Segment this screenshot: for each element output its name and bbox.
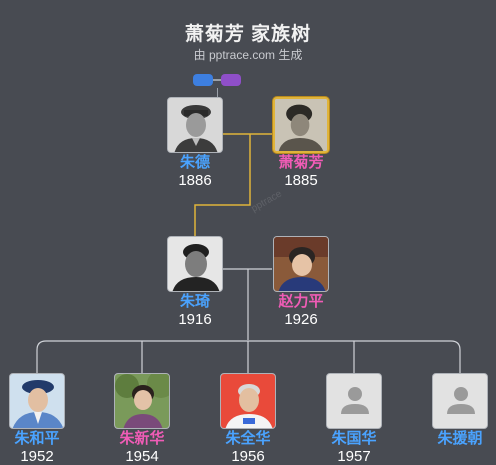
- person-card-zhao-liping[interactable]: 赵力平 1926: [266, 236, 336, 328]
- person-name: 朱德: [179, 154, 210, 171]
- photo-zhu-quanhua: [220, 373, 276, 429]
- person-card-zhu-xinhua[interactable]: 朱新华 1954: [107, 373, 177, 465]
- person-birth-year: 1926: [284, 311, 318, 328]
- person-name: 萧菊芳: [278, 154, 324, 171]
- person-birth-year: 1885: [284, 172, 318, 189]
- person-card-zhu-de[interactable]: 朱德 1886: [160, 97, 230, 189]
- toggle-stem: [217, 88, 218, 97]
- view-toggle[interactable]: [193, 74, 243, 88]
- person-card-zhu-guohua[interactable]: 朱国华 1957: [319, 373, 389, 465]
- person-birth-year: 1952: [20, 448, 54, 465]
- photo-xiao-jufang: [273, 97, 329, 153]
- photo-zhu-de: [167, 97, 223, 153]
- photo-zhu-heping: [9, 373, 65, 429]
- blue-toggle-icon[interactable]: [193, 74, 213, 86]
- toggle-connector: [213, 79, 221, 81]
- photo-zhu-qi: [167, 236, 223, 292]
- person-name: 赵力平: [278, 293, 324, 310]
- purple-toggle-icon[interactable]: [221, 74, 241, 86]
- placeholder-avatar-icon: [432, 373, 488, 429]
- highlight-lines: [194, 133, 272, 236]
- person-name: 朱和平: [14, 430, 60, 447]
- person-name: 朱琦: [179, 293, 210, 310]
- person-card-xiao-jufang[interactable]: 萧菊芳 1885: [266, 97, 336, 189]
- parent-child-line-highlight: [194, 134, 251, 236]
- person-card-zhu-qi[interactable]: 朱琦 1916: [160, 236, 230, 328]
- family-lines: [36, 268, 461, 373]
- person-birth-year: 1954: [125, 448, 159, 465]
- person-birth-year: 1886: [178, 172, 212, 189]
- photo-zhao-liping: [273, 236, 329, 292]
- page-title: 萧菊芳 家族树: [184, 24, 312, 45]
- person-name: 朱国华: [331, 430, 377, 447]
- person-card-zhu-heping[interactable]: 朱和平 1952: [2, 373, 72, 465]
- person-name: 朱援朝: [437, 430, 483, 447]
- person-birth-year: 1956: [231, 448, 265, 465]
- placeholder-avatar-icon: [326, 373, 382, 429]
- person-name: 朱新华: [119, 430, 165, 447]
- person-name: 朱全华: [225, 430, 271, 447]
- person-card-zhu-yuanchao[interactable]: 朱援朝: [425, 373, 495, 448]
- photo-zhu-xinhua: [114, 373, 170, 429]
- person-birth-year: 1916: [178, 311, 212, 328]
- page-subtitle: 由 pptrace.com 生成: [193, 48, 303, 62]
- person-card-zhu-quanhua[interactable]: 朱全华 1956: [213, 373, 283, 465]
- person-birth-year: 1957: [337, 448, 371, 465]
